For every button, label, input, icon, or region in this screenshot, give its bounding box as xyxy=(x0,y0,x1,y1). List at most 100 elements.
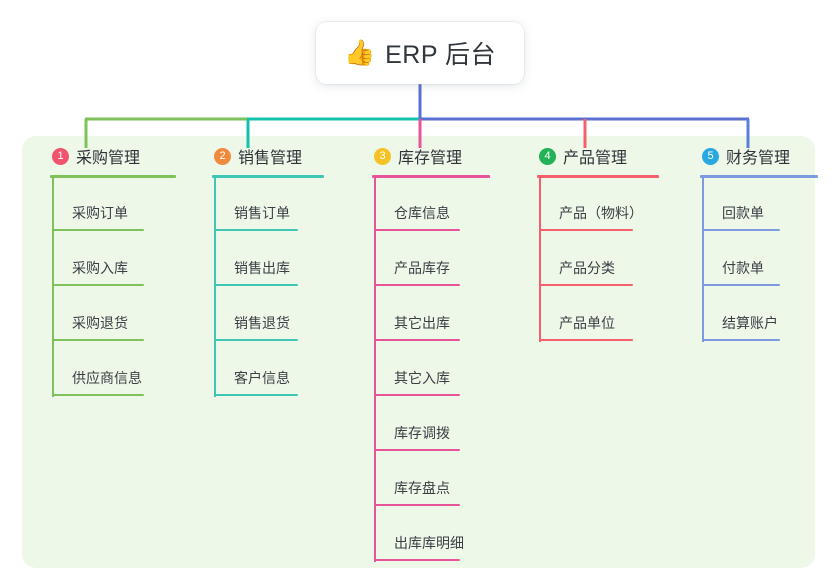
branch-item[interactable]: 回款单 xyxy=(690,178,830,233)
branch-column: 4 产品管理产品（物料） 产品分类产品单位 xyxy=(527,142,677,343)
branch-item-underline xyxy=(702,229,780,231)
branch-item[interactable]: 采购订单 xyxy=(40,178,190,233)
branch-spine xyxy=(374,178,376,562)
branch-title: 销售管理 xyxy=(238,150,303,167)
branch-number-badge: 3 xyxy=(374,147,391,165)
branch-title: 产品管理 xyxy=(563,150,628,167)
branch-column: 2 销售管理销售订单销售出库销售退货客户信息 xyxy=(202,142,352,398)
branch-items: 回款单付款单结算账户 xyxy=(690,178,830,343)
branch-underline xyxy=(372,175,490,178)
branch-item-underline xyxy=(374,284,460,286)
branch-item[interactable]: 销售退货 xyxy=(202,288,352,343)
branch-item-label: 销售退货 xyxy=(234,315,290,331)
branch-item[interactable]: 产品（物料） xyxy=(527,178,677,233)
branch-title: 财务管理 xyxy=(726,150,791,167)
branch-number-badge: 5 xyxy=(702,147,719,165)
branch-item-label: 库存调拨 xyxy=(394,425,450,441)
branch-item[interactable]: 其它出库 xyxy=(362,288,517,343)
branch-item[interactable]: 出库库明细 xyxy=(362,508,517,563)
branch-item-underline xyxy=(214,394,298,396)
branch-item-label: 其它入库 xyxy=(394,370,450,386)
branch-item-label: 出库库明细 xyxy=(394,535,464,551)
branch-item-label: 销售订单 xyxy=(234,205,290,221)
branch-item[interactable]: 结算账户 xyxy=(690,288,830,343)
branch-column: 3 库存管理仓库信息产品库存其它出库其它入库库存调拨库存盘点出库库明细 xyxy=(362,142,517,563)
branch-item[interactable]: 其它入库 xyxy=(362,343,517,398)
branch-column: 5 财务管理回款单付款单结算账户 xyxy=(690,142,830,343)
branch-columns: 1 采购管理采购订单采购入库采购退货供应商信息 2 销售管理销售订单销售出库销售退货客… xyxy=(22,136,818,568)
branch-item[interactable]: 销售出库 xyxy=(202,233,352,288)
branch-items: 采购订单采购入库采购退货供应商信息 xyxy=(40,178,190,398)
branch-item[interactable]: 仓库信息 xyxy=(362,178,517,233)
diagram-panel xyxy=(22,136,815,568)
branch-item[interactable]: 产品库存 xyxy=(362,233,517,288)
branch-item-label: 付款单 xyxy=(722,260,764,276)
branch-item-underline xyxy=(52,339,144,341)
branch-item-underline xyxy=(374,449,460,451)
branch-item-label: 供应商信息 xyxy=(72,370,142,386)
branch-item-underline xyxy=(702,284,780,286)
branch-item-label: 采购订单 xyxy=(72,205,128,221)
root-node[interactable]: 👍 ERP 后台 xyxy=(316,22,524,84)
branch-item-underline xyxy=(374,394,460,396)
branch-item-underline xyxy=(539,339,633,341)
branch-item[interactable]: 采购退货 xyxy=(40,288,190,343)
branch-item-underline xyxy=(214,229,298,231)
branch-title: 库存管理 xyxy=(398,150,463,167)
branch-item-underline xyxy=(374,559,460,561)
branch-item-underline xyxy=(52,284,144,286)
branch-item-underline xyxy=(539,284,633,286)
branch-item[interactable]: 采购入库 xyxy=(40,233,190,288)
branch-item[interactable]: 销售订单 xyxy=(202,178,352,233)
branch-spine xyxy=(702,178,704,342)
branch-item-underline xyxy=(374,229,460,231)
branch-item-label: 销售出库 xyxy=(234,260,290,276)
branch-item[interactable]: 付款单 xyxy=(690,233,830,288)
branch-item-underline xyxy=(214,284,298,286)
branch-item-underline xyxy=(374,504,460,506)
branch-underline xyxy=(212,175,324,178)
branch-item-label: 产品库存 xyxy=(394,260,450,276)
branch-underline xyxy=(700,175,818,178)
branch-item[interactable]: 库存盘点 xyxy=(362,453,517,508)
branch-item-label: 库存盘点 xyxy=(394,480,450,496)
branch-item[interactable]: 产品单位 xyxy=(527,288,677,343)
branch-item-label: 采购入库 xyxy=(72,260,128,276)
branch-item[interactable]: 产品分类 xyxy=(527,233,677,288)
branch-header[interactable]: 4 产品管理 xyxy=(527,142,677,170)
branch-underline xyxy=(537,175,659,178)
branch-item-label: 回款单 xyxy=(722,205,764,221)
branch-number-badge: 1 xyxy=(52,147,69,165)
branch-item-label: 结算账户 xyxy=(722,315,778,331)
branch-item[interactable]: 供应商信息 xyxy=(40,343,190,398)
branch-item-label: 其它出库 xyxy=(394,315,450,331)
branch-header[interactable]: 5 财务管理 xyxy=(690,142,830,170)
branch-spine xyxy=(539,178,541,342)
branch-header[interactable]: 1 采购管理 xyxy=(40,142,190,170)
branch-spine xyxy=(214,178,216,397)
branch-item-label: 仓库信息 xyxy=(394,205,450,221)
branch-underline xyxy=(50,175,176,178)
branch-item-label: 采购退货 xyxy=(72,315,128,331)
branch-item-underline xyxy=(702,339,780,341)
branch-spine xyxy=(52,178,54,397)
branch-item-label: 产品单位 xyxy=(559,315,615,331)
branch-item-underline xyxy=(539,229,633,231)
branch-title: 采购管理 xyxy=(76,150,141,167)
branch-number-badge: 2 xyxy=(214,147,231,165)
branch-item-underline xyxy=(374,339,460,341)
branch-item[interactable]: 客户信息 xyxy=(202,343,352,398)
branch-item[interactable]: 库存调拨 xyxy=(362,398,517,453)
branch-number-badge: 4 xyxy=(539,147,556,165)
branch-item-label: 产品分类 xyxy=(559,260,615,276)
branch-items: 销售订单销售出库销售退货客户信息 xyxy=(202,178,352,398)
branch-item-label: 产品（物料） xyxy=(559,205,643,221)
branch-item-label: 客户信息 xyxy=(234,370,290,386)
branch-header[interactable]: 2 销售管理 xyxy=(202,142,352,170)
branch-item-underline xyxy=(52,229,144,231)
thumbs-up-icon: 👍 xyxy=(343,38,376,67)
branch-item-underline xyxy=(214,339,298,341)
branch-items: 产品（物料） 产品分类产品单位 xyxy=(527,178,677,343)
branch-header[interactable]: 3 库存管理 xyxy=(362,142,517,170)
